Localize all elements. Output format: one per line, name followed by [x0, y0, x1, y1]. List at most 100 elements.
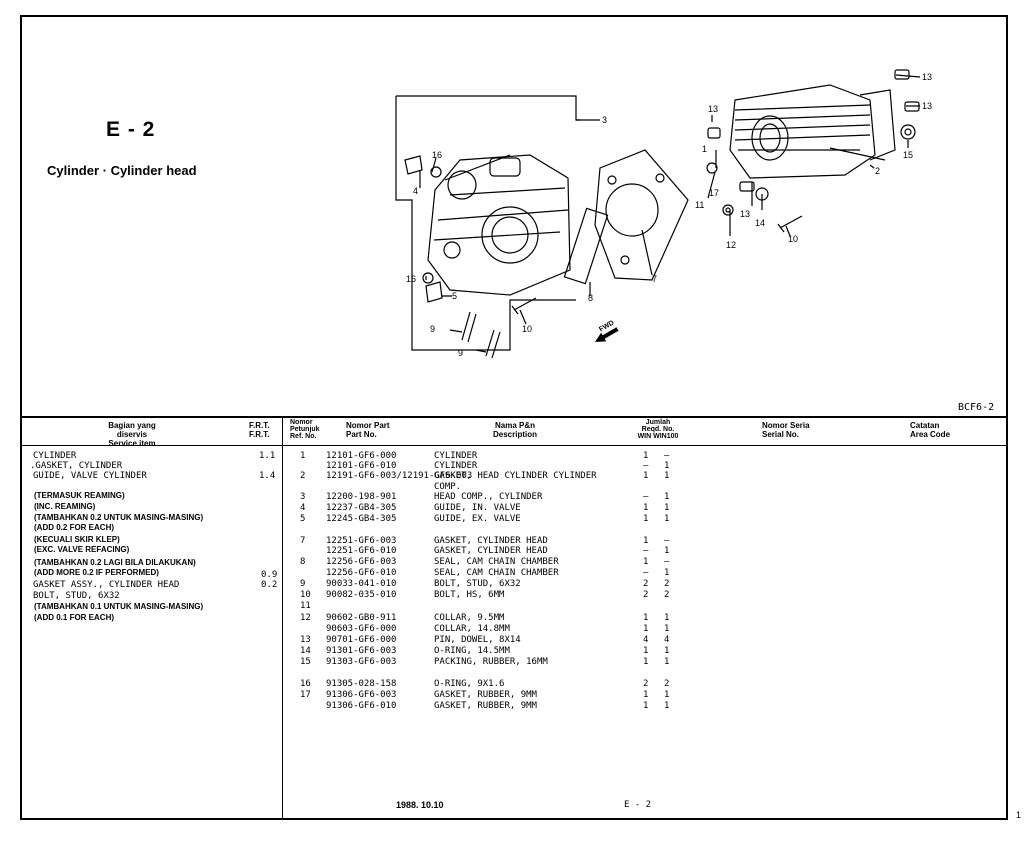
part-number: 12101-GF6-010 [326, 461, 397, 471]
part-description: CYLINDER [434, 461, 478, 471]
part-qty-win: – [643, 461, 649, 471]
service-frt: 1.1 [259, 451, 276, 461]
column-divider-service [282, 417, 283, 819]
part-ref-no: 16 [300, 679, 311, 689]
diagram-reference: BCF6-2 [958, 402, 995, 413]
callout-12: 12 [726, 240, 736, 250]
part-description: GASKET, RUBBER, 9MM [434, 701, 537, 711]
part-description: SEAL, CAM CHAIN CHAMBER [434, 557, 559, 567]
stud-bolt-drawing [461, 311, 477, 343]
part-description: BOLT, STUD, 6X32 [434, 579, 521, 589]
callout-16a: 16 [432, 150, 442, 160]
part-qty-win: 1 [643, 690, 649, 700]
part-description: BOLT, HS, 6MM [434, 590, 505, 600]
callout-13a: 13 [708, 104, 718, 114]
callout-10a: 10 [522, 324, 532, 334]
part-number: 91306-GF6-010 [326, 701, 397, 711]
part-description: HEAD COMP., CYLINDER [434, 492, 543, 502]
service-frt: 1.4 [259, 471, 276, 481]
service-frt: 0.9 [261, 570, 278, 580]
part-number: 90082-035-010 [326, 590, 397, 600]
part-number: 90602-GB0-911 [326, 613, 397, 623]
service-item: (KECUALI SKIR KLEP) [34, 535, 120, 544]
callout-3: 3 [602, 115, 607, 125]
section-code: E - 2 [106, 118, 156, 141]
part-ref-no: 17 [300, 690, 311, 700]
part-number: 91306-GF6-003 [326, 690, 397, 700]
part-qty-win: 1 [643, 451, 649, 461]
header-underline [20, 445, 1008, 446]
part-description: GASKET, RUBBER, 9MM [434, 690, 537, 700]
part-qty-win100: 1 [664, 568, 670, 578]
callout-labels: 3 4 5 7 8 9 9 10 10 11 12 13 13 13 13 14… [406, 72, 932, 358]
header-frt: F.R.T.F.R.T. [249, 421, 270, 439]
part-qty-win: 1 [643, 657, 649, 667]
page-number: 1 [1016, 810, 1022, 820]
part-qty-win: 1 [643, 701, 649, 711]
part-qty-win100: 1 [664, 624, 670, 634]
part-ref-no: 10 [300, 590, 311, 600]
part-description: PACKING, RUBBER, 16MM [434, 657, 548, 667]
callout-9b: 9 [458, 348, 463, 358]
part-qty-win: 2 [643, 579, 649, 589]
part-number: 91301-GF6-003 [326, 646, 397, 656]
part-qty-win100: – [664, 451, 670, 461]
part-ref-no: 13 [300, 635, 311, 645]
forward-arrow: FWD [595, 319, 619, 342]
service-item: (ADD 0.2 FOR EACH) [34, 523, 115, 532]
part-qty-win100: 1 [664, 503, 670, 513]
part-qty-win100: – [664, 557, 670, 567]
part-number: 12256-GF6-003 [326, 557, 397, 567]
part-number: 90603-GF6-000 [326, 624, 397, 634]
part-description: GUIDE, EX. VALVE [434, 514, 521, 524]
callout-13c: 13 [922, 72, 932, 82]
part-description: GUIDE, IN. VALVE [434, 503, 521, 513]
part-number: 12256-GF6-010 [326, 568, 397, 578]
part-qty-win100: – [664, 536, 670, 546]
part-number: 12251-GF6-003 [326, 536, 397, 546]
part-ref-no: 5 [300, 514, 306, 524]
part-qty-win: – [643, 492, 649, 502]
part-description: GASKET, CYLINDER HEAD [434, 536, 548, 546]
part-qty-win100: 1 [664, 690, 670, 700]
part-qty-win: 1 [643, 557, 649, 567]
service-item: GUIDE, VALVE CYLINDER [33, 471, 147, 481]
part-ref-no: 4 [300, 503, 306, 513]
part-description: SEAL, CAM CHAIN CHAMBER [434, 568, 559, 578]
part-ref-no: 2 [300, 471, 306, 481]
part-description: O-RING, 14.5MM [434, 646, 510, 656]
service-item: GASKET ASSY., CYLINDER HEAD [33, 580, 180, 590]
part-qty-win: 1 [643, 471, 649, 481]
cylinder-head-drawing [427, 154, 571, 296]
part-number: 12251-GF6-010 [326, 546, 397, 556]
part-description: COLLAR, 9.5MM [434, 613, 505, 623]
part-qty-win: 1 [643, 646, 649, 656]
part-number: 12200-198-901 [326, 492, 397, 502]
part-description: COMP. [434, 482, 462, 492]
service-frt: 0.2 [261, 580, 278, 590]
part-ref-no: 8 [300, 557, 306, 567]
part-number: 12101-GF6-000 [326, 451, 397, 461]
part-ref-no: 1 [300, 451, 306, 461]
callout-4: 4 [413, 186, 418, 196]
part-qty-win100: 1 [664, 657, 670, 667]
part-number: 12245-GB4-305 [326, 514, 397, 524]
service-item: (ADD MORE 0.2 IF PERFORMED) [34, 568, 159, 577]
part-qty-win100: 2 [664, 590, 670, 600]
callout-7: 7 [652, 274, 657, 284]
part-number: 12191-GF6-003/12191-GF6-003 [326, 471, 473, 481]
part-qty-win: – [643, 568, 649, 578]
part-qty-win: 2 [643, 679, 649, 689]
callout-9a: 9 [430, 324, 435, 334]
part-qty-win100: 1 [664, 471, 670, 481]
head-gasket-drawing [594, 149, 689, 281]
exploded-parts-diagram: 3 4 5 7 8 9 9 10 10 11 12 13 13 13 13 14… [395, 69, 932, 359]
part-qty-win100: 1 [664, 613, 670, 623]
callout-1: 1 [702, 144, 707, 154]
part-qty-win: – [643, 546, 649, 556]
part-ref-no: 14 [300, 646, 311, 656]
